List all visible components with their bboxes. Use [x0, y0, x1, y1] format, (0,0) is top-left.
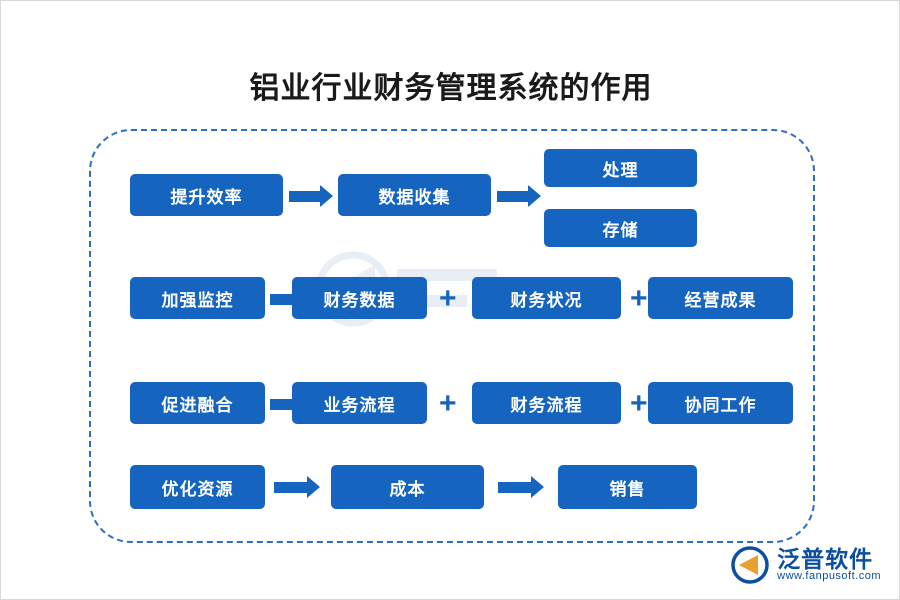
node-row4-1[interactable]: 成本 — [331, 465, 484, 509]
plus-row2-1: + — [630, 282, 648, 315]
node-row4-0[interactable]: 优化资源 — [130, 465, 265, 509]
node-row2-0[interactable]: 加强监控 — [130, 277, 265, 319]
node-row4-2[interactable]: 销售 — [558, 465, 697, 509]
page-title: 铝业行业财务管理系统的作用 — [249, 72, 653, 105]
node-row3-2[interactable]: 财务流程 — [472, 382, 621, 424]
arrow-row1-0 — [289, 185, 333, 207]
node-row2-3[interactable]: 经营成果 — [648, 277, 793, 319]
node-row3-1[interactable]: 业务流程 — [292, 382, 427, 424]
brand-logo: 泛普软件 www.fanpusoft.com — [730, 545, 881, 585]
plus-row2-0: + — [439, 282, 457, 315]
logo-text: 泛普软件 www.fanpusoft.com — [777, 547, 881, 583]
node-row2-2[interactable]: 财务状况 — [472, 277, 621, 319]
plus-row3-1: + — [630, 387, 648, 420]
node-row2-1[interactable]: 财务数据 — [292, 277, 427, 319]
arrow-row1-1 — [497, 185, 541, 207]
logo-mark-icon — [730, 545, 770, 585]
node-row3-3[interactable]: 协同工作 — [648, 382, 793, 424]
logo-name-en: www.fanpusoft.com — [777, 570, 881, 583]
node-row1-0[interactable]: 提升效率 — [130, 174, 283, 216]
arrow-row4-0 — [274, 476, 320, 498]
node-row1-3[interactable]: 存储 — [544, 209, 697, 247]
node-row1-1[interactable]: 数据收集 — [338, 174, 491, 216]
logo-name-cn: 泛普软件 — [777, 546, 874, 573]
diagram-frame — [89, 129, 815, 543]
plus-row3-0: + — [439, 387, 457, 420]
arrow-row4-1 — [498, 476, 544, 498]
node-row1-2[interactable]: 处理 — [544, 149, 697, 187]
node-row3-0[interactable]: 促进融合 — [130, 382, 265, 424]
